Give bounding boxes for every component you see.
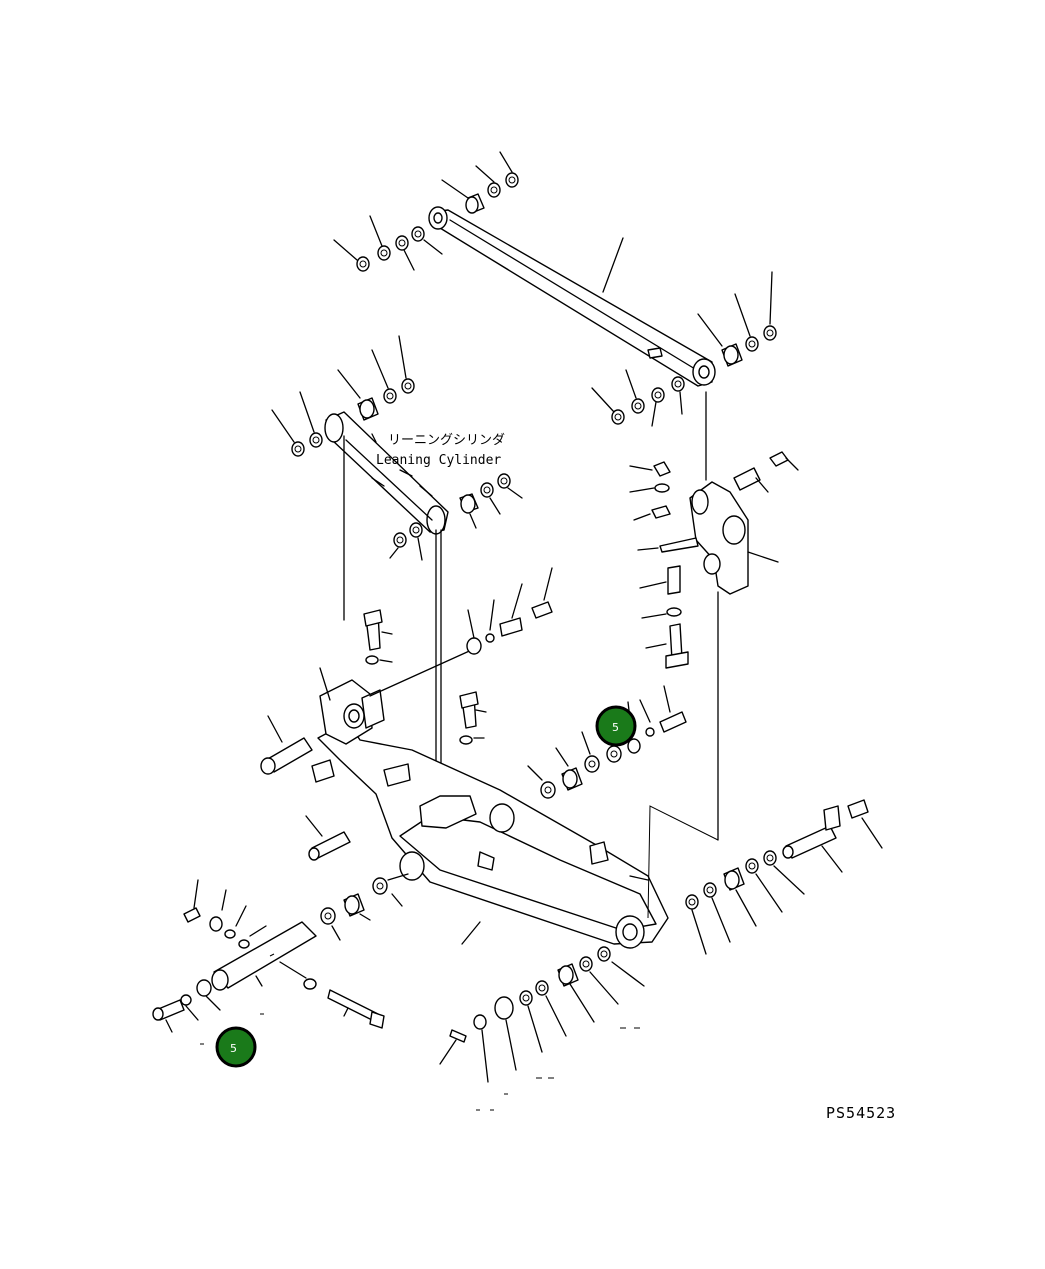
bushing-set-middle [527,685,687,799]
label-japanese: リーニングシリンダ [388,433,505,448]
rod-left-hardware [333,151,519,272]
callout-5-lower[interactable]: 5 [215,1026,257,1068]
pivot-pin [260,667,335,783]
cylinder-top-hardware [271,335,415,457]
knuckle-hardware [629,461,699,669]
knuckle-assembly [689,391,799,841]
lower-left-hardware [152,873,409,1045]
cylinder-pin-hardware [466,567,553,655]
cylinder-bottom-hardware [389,473,523,561]
tie-rod [428,206,716,387]
callout-5-upper[interactable]: 5 [595,705,637,747]
frame-pin [305,815,351,861]
label-english: Leaning Cylinder [376,453,501,468]
callout-number: 5 [230,1042,237,1055]
callout-circle [215,1026,257,1068]
callout-circle [595,705,637,747]
center-bolts [363,609,487,745]
right-lower-hardware [685,799,883,955]
rod-right-hardware [591,271,777,427]
callout-number: 5 [612,721,619,734]
leaning-cylinder [324,411,449,801]
axle-frame [317,647,719,949]
drawing-code: PS54523 [826,1104,896,1122]
bottom-center-hardware [439,946,645,1111]
